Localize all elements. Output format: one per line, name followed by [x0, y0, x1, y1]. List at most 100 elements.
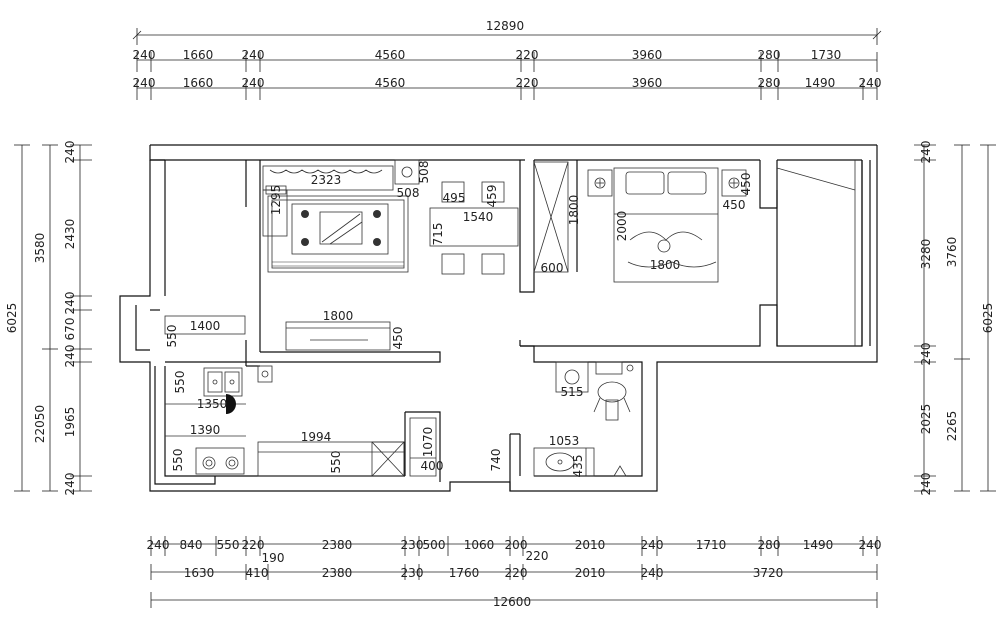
top-r2-5: 3960 [632, 76, 663, 90]
bot-r1-10: 240 [641, 538, 664, 552]
left-mid-1: 22050 [33, 405, 47, 443]
tv-unit-label: 1800 [323, 309, 354, 323]
top-r1-4: 220 [516, 48, 539, 62]
wardrobe: 1800 600 [533, 161, 581, 275]
side-table: 508 508 [394, 159, 431, 200]
right-in-1: 3280 [919, 239, 933, 270]
top-r1-6: 280 [758, 48, 781, 62]
tv-depth-label: 450 [391, 327, 405, 350]
top-r1-0: 240 [133, 48, 156, 62]
top-r2-6: 280 [758, 76, 781, 90]
long-counter-depth-label: 550 [329, 451, 343, 474]
balcony-width-label: 1400 [190, 319, 221, 333]
sofa-label: 2323 [311, 173, 342, 187]
left-outer-label: 6025 [5, 303, 19, 334]
dining-depth-label: 715 [431, 223, 445, 246]
top-r1-1: 1660 [183, 48, 214, 62]
bot-r1-2: 550 [217, 538, 240, 552]
balcony-left: 1400 550 [164, 315, 246, 348]
top-dimension-row-1: 240 1660 240 4560 220 3960 280 1730 [133, 48, 878, 72]
right-in-3: 2025 [919, 404, 933, 435]
bot-r1-5: 230 [401, 538, 424, 552]
fridge: 1070 400 [409, 417, 444, 477]
fridge-height-label: 1070 [421, 427, 435, 458]
side-table-a: 508 [417, 161, 431, 184]
top-r2-2: 240 [242, 76, 265, 90]
bot-r1-12: 280 [758, 538, 781, 552]
washer-label: 515 [561, 385, 584, 399]
top-dimension-row-2: 240 1660 240 4560 220 3960 280 1490 240 [133, 76, 881, 100]
chair-a-label: 495 [443, 191, 466, 205]
right-in-4: 240 [919, 473, 933, 496]
wardrobe-width-label: 600 [541, 261, 564, 275]
bottom-dimension-row-2: 1630 410 2380 230 1760 220 2010 240 3720 [150, 564, 878, 580]
right-in-2: 240 [919, 343, 933, 366]
left-in-6: 240 [63, 473, 77, 496]
chair-b-label: 459 [485, 185, 499, 208]
bottom-dimension-total: 12600 [150, 592, 878, 609]
bot-r1-8: 200 [505, 538, 528, 552]
top-r1-2: 240 [242, 48, 265, 62]
bot-r2-6: 2010 [575, 566, 606, 580]
top-dimension-total: 12890 [132, 19, 882, 45]
bot-r1-7: 1060 [464, 538, 495, 552]
bot-r2-8: 3720 [753, 566, 784, 580]
bot-r1-9: 2010 [575, 538, 606, 552]
bot-r2-1: 410 [246, 566, 269, 580]
left-dimension-outer: 6025 [5, 144, 30, 492]
top-total-label: 12890 [486, 19, 524, 33]
right-in-0: 240 [919, 141, 933, 164]
left-mid-0: 3580 [33, 233, 47, 264]
sofa: 2323 1295 [262, 165, 394, 237]
washer-shower: 515 [555, 361, 634, 421]
bot-extra-0: 190 [262, 551, 285, 565]
bot-r2-5: 220 [505, 566, 528, 580]
long-counter-label: 1994 [301, 430, 332, 444]
nightstand-b-label: 450 [723, 198, 746, 212]
top-r1-5: 3960 [632, 48, 663, 62]
balcony-depth-label: 550 [165, 325, 179, 348]
top-r2-0: 240 [133, 76, 156, 90]
bot-r2-3: 230 [401, 566, 424, 580]
bot-r1-3: 220 [242, 538, 265, 552]
counter-width-label: 1390 [190, 423, 221, 437]
nightstand-label: 450 [739, 173, 753, 196]
bot-r1-13: 1490 [803, 538, 834, 552]
bot-r1-14: 240 [859, 538, 882, 552]
stove-counter: 1390 550 [165, 423, 246, 475]
top-r1-7: 1730 [811, 48, 842, 62]
bath-height-label: 740 [489, 449, 503, 472]
toilet-label: 435 [571, 455, 585, 478]
bed-length-label: 2000 [615, 211, 629, 242]
right-outer-label: 6025 [981, 303, 995, 334]
bot-extra-1: 220 [526, 549, 549, 563]
bot-r1-1: 840 [180, 538, 203, 552]
bot-r2-0: 1630 [184, 566, 215, 580]
bot-r2-4: 1760 [449, 566, 480, 580]
left-in-3: 670 [63, 318, 77, 341]
wardrobe-depth-label: 1800 [567, 195, 581, 226]
bay-window [776, 160, 856, 346]
right-mid-1: 2265 [945, 411, 959, 442]
left-in-4: 240 [63, 345, 77, 368]
bot-r1-6: 500 [423, 538, 446, 552]
left-in-5: 1965 [63, 407, 77, 438]
left-dimension-mid: 3580 22050 [33, 144, 58, 492]
sink-width-label: 1350 [197, 397, 228, 411]
fridge-width-label: 400 [421, 459, 444, 473]
right-dimension-inner: 240 3280 240 2025 240 [914, 141, 936, 496]
top-r1-3: 4560 [375, 48, 406, 62]
left-in-2: 240 [63, 292, 77, 315]
tv-unit: 1800 450 [285, 309, 405, 351]
vanity: 1053 435 740 [489, 434, 627, 478]
rug-coffee-table [267, 195, 409, 273]
bot-r1-0: 240 [147, 538, 170, 552]
top-r2-1: 1660 [183, 76, 214, 90]
bot-r1-11: 1710 [696, 538, 727, 552]
bed: 2000 1800 450 450 [587, 167, 753, 283]
right-mid-0: 3760 [945, 237, 959, 268]
sink-counter: 550 1350 [165, 365, 273, 414]
right-dimension-outer: 6025 [980, 144, 996, 492]
left-in-0: 240 [63, 141, 77, 164]
